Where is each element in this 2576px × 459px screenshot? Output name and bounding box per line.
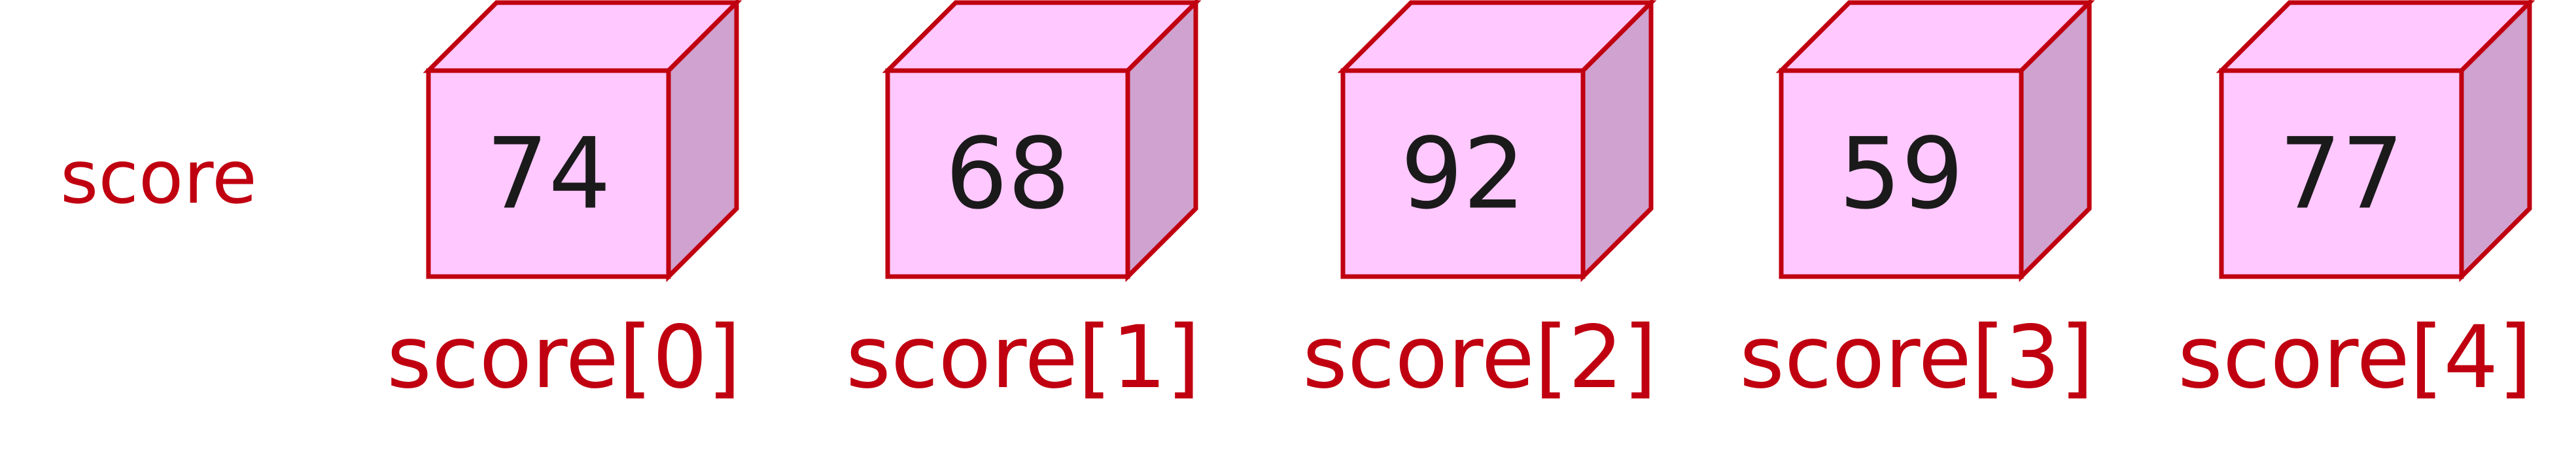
cube-front-face bbox=[2219, 68, 2464, 279]
cell-value: 68 bbox=[945, 118, 1070, 231]
cell-value: 92 bbox=[1401, 118, 1525, 231]
array-cells: 74 score[0] 68 score[1] 92 score[2] 59 score[3]… bbox=[387, 0, 2535, 408]
cell-value: 74 bbox=[486, 118, 611, 231]
cell-index-label: score[1] bbox=[846, 307, 1200, 408]
cell-index-label: score[0] bbox=[387, 307, 741, 408]
cube-front-face bbox=[426, 68, 671, 279]
array-cell: 74 score[0] bbox=[387, 0, 742, 408]
cell-value: 59 bbox=[1839, 118, 1964, 231]
array-cell: 92 score[2] bbox=[1302, 0, 1657, 408]
array-cell: 77 score[4] bbox=[2178, 0, 2535, 408]
array-cell: 68 score[1] bbox=[846, 0, 1202, 408]
cell-value: 77 bbox=[2279, 118, 2404, 231]
cube-front-face bbox=[1779, 68, 2024, 279]
cell-index-label: score[3] bbox=[1739, 307, 2094, 408]
array-cell: 59 score[3] bbox=[1739, 0, 2095, 408]
cube-front-face bbox=[885, 68, 1130, 279]
cell-index-label: score[4] bbox=[2178, 307, 2532, 408]
array-name-label: score bbox=[60, 135, 257, 220]
cube-front-face bbox=[1340, 68, 1586, 279]
cell-index-label: score[2] bbox=[1302, 307, 1657, 408]
